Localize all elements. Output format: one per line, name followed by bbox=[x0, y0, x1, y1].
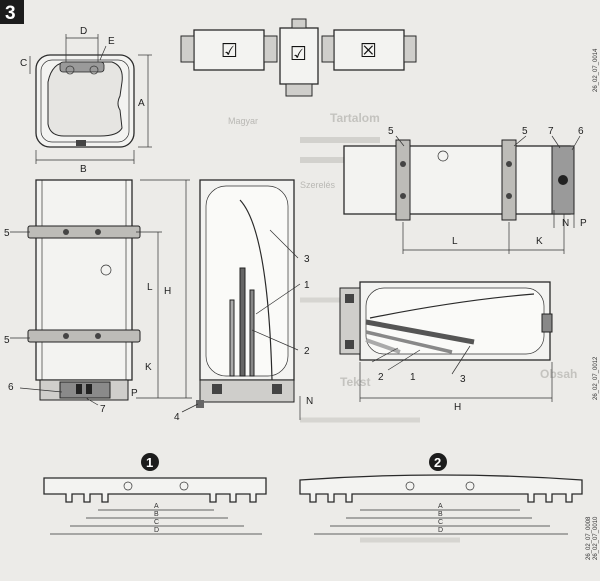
bleed-line-4: Szerelés bbox=[300, 180, 336, 190]
callout-3-vertical: 3 bbox=[304, 254, 310, 265]
reference-code-bottom-2: 26_02_07_0010 bbox=[593, 516, 599, 560]
bleed-heading-2: Obsah bbox=[540, 367, 577, 381]
callout-5-horizontal-left: 5 bbox=[388, 126, 394, 137]
callout-5-horizontal-right: 5 bbox=[522, 126, 528, 137]
bleed-line-5: Magyar bbox=[228, 116, 258, 126]
callout-6-left: 6 bbox=[8, 382, 14, 393]
bracket-1-number: 1 bbox=[146, 455, 153, 470]
dim-label-C: C bbox=[20, 58, 27, 69]
tank-end-view: D E C A B bbox=[20, 26, 152, 175]
dim-label-L-vertical: L bbox=[147, 282, 153, 293]
dim-label-L-horizontal: L bbox=[452, 236, 458, 247]
dim-label-N-horizontal: N bbox=[562, 218, 569, 229]
callout-6-horizontal: 6 bbox=[578, 126, 584, 137]
callout-2-horizontal: 2 bbox=[378, 372, 384, 383]
callout-3-horizontal: 3 bbox=[460, 374, 466, 385]
bracket-1: 1 A B C D bbox=[43, 453, 267, 535]
reference-code-top: 26_02_07_0014 bbox=[593, 48, 599, 92]
dim-label-B: B bbox=[80, 164, 87, 175]
dim-label-E: E bbox=[108, 36, 115, 47]
tank-horizontal-side-view: 5 5 7 6 L K N P bbox=[343, 126, 587, 254]
check-horizontal-not-allowed: ☒ bbox=[360, 40, 377, 62]
bracket-2-dim-B: B bbox=[438, 511, 443, 518]
tank-vertical-cutaway: 3 1 2 4 N bbox=[174, 179, 313, 423]
figure-number: 3 bbox=[5, 3, 16, 24]
bracket-2-dim-A: A bbox=[438, 503, 443, 510]
dim-label-K-vertical: K bbox=[145, 362, 152, 373]
bracket-1-dim-D: D bbox=[154, 527, 159, 534]
bleed-heading-1: Tartalom bbox=[330, 111, 380, 125]
reference-code-bottom-1: 26_02_07_0008 bbox=[586, 516, 592, 560]
tank-vertical-front-view: 5 5 6 7 L H K P bbox=[4, 179, 192, 415]
dim-label-P-vertical: P bbox=[131, 388, 138, 399]
dim-label-H-horizontal: H bbox=[454, 402, 461, 413]
callout-5-lower: 5 bbox=[4, 335, 10, 346]
bleed-heading-3: Tekst bbox=[340, 375, 370, 389]
callout-1-vertical: 1 bbox=[304, 280, 310, 291]
dim-label-P-horizontal: P bbox=[580, 218, 587, 229]
dim-label-A: A bbox=[138, 98, 145, 109]
bracket-1-dim-B: B bbox=[154, 511, 159, 518]
bracket-2: 2 A B C D bbox=[299, 453, 583, 535]
bracket-2-dim-C: C bbox=[438, 519, 443, 526]
dim-label-N-vertical: N bbox=[306, 396, 313, 407]
tank-horizontal-cutaway: 2 1 3 H bbox=[339, 281, 553, 413]
check-vertical-ok: ☑ bbox=[290, 43, 307, 65]
bracket-1-dim-A: A bbox=[154, 503, 159, 510]
dim-label-K-horizontal: K bbox=[536, 236, 543, 247]
dim-label-H-vertical: H bbox=[164, 286, 171, 297]
check-horizontal-ok: ☑ bbox=[221, 40, 238, 62]
bracket-2-dim-D: D bbox=[438, 527, 443, 534]
bracket-2-number: 2 bbox=[434, 455, 441, 470]
reference-code-middle: 26_02_07_0012 bbox=[593, 356, 599, 400]
orientation-checks: ☑ ☑ ☒ bbox=[180, 18, 417, 97]
callout-2-vertical: 2 bbox=[304, 346, 310, 357]
callout-5-upper: 5 bbox=[4, 228, 10, 239]
figure-number-badge: 3 bbox=[0, 0, 24, 24]
callout-7-left: 7 bbox=[100, 404, 106, 415]
callout-1-horizontal: 1 bbox=[410, 372, 416, 383]
callout-4: 4 bbox=[174, 412, 180, 423]
dim-label-D: D bbox=[80, 26, 87, 37]
bracket-1-dim-C: C bbox=[154, 519, 159, 526]
callout-7-horizontal: 7 bbox=[548, 126, 554, 137]
